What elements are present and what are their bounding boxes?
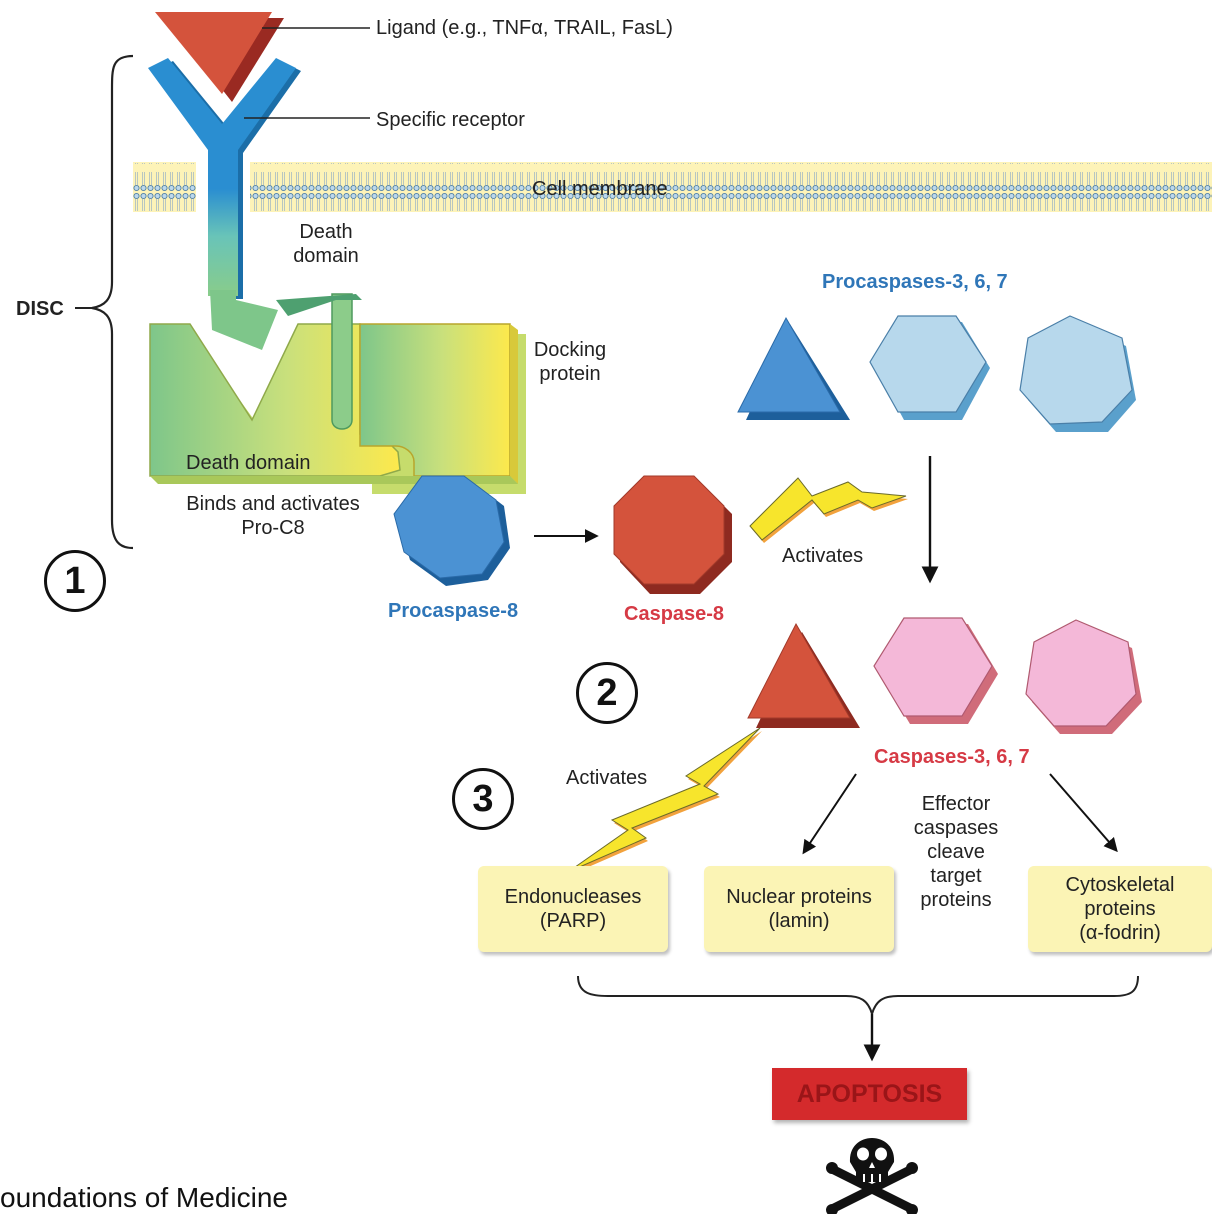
death-domain-receptor-label: Death domain bbox=[293, 221, 359, 267]
caspase-3-triangle bbox=[747, 622, 860, 728]
activates-label-2: Activates bbox=[566, 767, 648, 789]
activates-label-1: Activates bbox=[782, 545, 864, 567]
procaspases-367-label: Procaspases-3, 6, 7 bbox=[822, 271, 1008, 293]
step-1-marker: 1 bbox=[44, 550, 106, 612]
procaspase-6-hexagon bbox=[869, 315, 990, 420]
target-cytoskeletal-proteins: Cytoskeletal proteins (α-fodrin) bbox=[1028, 866, 1212, 952]
cell-membrane bbox=[133, 158, 1212, 216]
caspase-8-label: Caspase-8 bbox=[624, 603, 725, 625]
step-2-marker: 2 bbox=[576, 662, 638, 724]
effector-arrow-left bbox=[802, 773, 857, 855]
caspase-6-hexagon bbox=[873, 617, 998, 724]
membrane-label: Cell membrane bbox=[532, 178, 668, 200]
target-brace bbox=[577, 975, 1139, 1018]
disc-label: DISC bbox=[16, 298, 64, 320]
caspase-8-shape bbox=[613, 475, 732, 594]
death-domain-docking-label: Death domain bbox=[186, 452, 311, 474]
footer-caption: oundations of Medicine bbox=[0, 1182, 288, 1213]
procaspase-7-heptagon bbox=[1019, 315, 1136, 432]
receptor-label: Specific receptor bbox=[376, 109, 525, 131]
caspases-367-label: Caspases-3, 6, 7 bbox=[874, 746, 1030, 768]
effector-arrow-right bbox=[1049, 773, 1118, 853]
apoptosis-label: APOPTOSIS bbox=[772, 1068, 967, 1120]
procaspase-8-shape bbox=[393, 475, 510, 586]
lightning-bolt-icon bbox=[567, 727, 762, 875]
docking-protein-label: Docking protein bbox=[533, 339, 607, 385]
ligand bbox=[155, 12, 284, 102]
lightning-bolt-icon bbox=[749, 477, 908, 543]
procaspase-3-triangle bbox=[737, 316, 850, 420]
target-endonucleases: Endonucleases (PARP) bbox=[478, 866, 668, 952]
binds-activates-label: Binds and activates Pro-C8 bbox=[186, 493, 360, 539]
ligand-label: Ligand (e.g., TNFα, TRAIL, FasL) bbox=[376, 17, 673, 39]
step-3-marker: 3 bbox=[452, 768, 514, 830]
target-nuclear-proteins: Nuclear proteins (lamin) bbox=[704, 866, 894, 952]
procaspase-8-label: Procaspase-8 bbox=[388, 600, 519, 622]
caspase-7-heptagon bbox=[1025, 619, 1142, 734]
effector-caspases-note: Effector caspases cleave target proteins bbox=[913, 793, 999, 911]
disc-brace bbox=[91, 54, 134, 550]
skull-crossbones-icon bbox=[826, 1138, 918, 1214]
